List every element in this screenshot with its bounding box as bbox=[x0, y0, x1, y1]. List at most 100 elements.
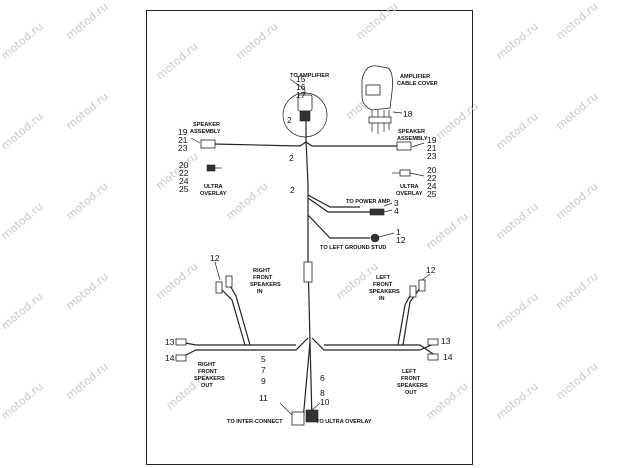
label-ultra-overlay-right-2: OVERLAY bbox=[396, 191, 423, 197]
callout-16: 16 bbox=[296, 82, 306, 92]
callout-leader bbox=[311, 402, 321, 411]
watermark-layer: motod.ru motod.ru motod.ru motod.ru motod.ru… bbox=[0, 0, 601, 422]
callout-leader bbox=[190, 137, 201, 144]
ultra-overlay-branch bbox=[309, 341, 313, 421]
watermark-text: motod.ru bbox=[64, 180, 111, 222]
connector-14-right bbox=[427, 353, 439, 361]
callout-leader bbox=[383, 209, 393, 213]
watermark-text: motod.ru bbox=[154, 260, 201, 302]
watermark-text: motod.ru bbox=[554, 270, 601, 312]
watermark-text: motod.ru bbox=[64, 0, 111, 42]
callout-21-left: 21 bbox=[178, 135, 188, 145]
label-amplifier-cable-cover-1: AMPLIFIER bbox=[400, 74, 430, 80]
left-front-speakers-in-wire-2 bbox=[402, 287, 421, 346]
power-amp-wire bbox=[307, 194, 360, 208]
watermark-text: motod.ru bbox=[154, 40, 201, 82]
watermark-text: motod.ru bbox=[434, 100, 481, 142]
callout-leader bbox=[409, 172, 425, 177]
label-to-ultra-overlay: TO ULTRA OVERLAY bbox=[316, 419, 372, 425]
callout-22-right: 22 bbox=[427, 173, 437, 183]
callout-1: 1 bbox=[396, 227, 401, 237]
label-speaker-assembly-left-1: SPEAKER bbox=[193, 122, 220, 128]
callout-22-left: 22 bbox=[179, 168, 189, 178]
watermark-text: motod.ru bbox=[64, 270, 111, 312]
amplifier-plug bbox=[299, 110, 311, 122]
label-left-front-in-4: IN bbox=[379, 296, 385, 302]
watermark-text: motod.ru bbox=[494, 380, 541, 422]
right-front-speakers-in-wire bbox=[221, 289, 246, 346]
label-ultra-overlay-left-2: OVERLAY bbox=[200, 191, 227, 197]
rf-in-connector-b bbox=[225, 275, 233, 288]
watermark-text: motod.ru bbox=[64, 360, 111, 402]
power-amp-wire-2 bbox=[307, 197, 370, 213]
callout-18: 18 bbox=[403, 109, 413, 119]
right-front-speaker-wire-2 bbox=[179, 341, 296, 346]
watermark-text: motod.ru bbox=[494, 110, 541, 152]
watermark-text: motod.ru bbox=[224, 180, 271, 222]
label-speaker-assembly-right-1: SPEAKER bbox=[398, 129, 425, 135]
label-left-front-out-2: FRONT bbox=[401, 376, 421, 382]
callout-leader bbox=[214, 261, 221, 281]
lf-in-connector-b bbox=[418, 279, 426, 292]
callout-leader bbox=[289, 78, 306, 91]
label-left-front-in-3: SPEAKERS bbox=[369, 289, 400, 295]
label-ultra-overlay-left-1: ULTRA bbox=[204, 184, 223, 190]
label-left-front-out-4: OUT bbox=[405, 390, 417, 396]
callout-13-right: 13 bbox=[441, 336, 451, 346]
callout-leader bbox=[421, 273, 431, 281]
label-ultra-overlay-right-1: ULTRA bbox=[400, 184, 419, 190]
watermark-text: motod.ru bbox=[424, 210, 471, 252]
callout-leader bbox=[383, 202, 393, 207]
label-to-amplifier: TO AMPLIFIER bbox=[290, 73, 329, 79]
label-left-front-out-3: SPEAKERS bbox=[397, 383, 428, 389]
callout-7: 7 bbox=[261, 365, 266, 375]
callout-2-low: 2 bbox=[290, 185, 295, 195]
watermark-text: motod.ru bbox=[554, 90, 601, 132]
callout-23-left: 23 bbox=[178, 143, 188, 153]
watermark-text: motod.ru bbox=[494, 200, 541, 242]
watermark-text: motod.ru bbox=[554, 180, 601, 222]
callout-4: 4 bbox=[394, 206, 399, 216]
left-front-speakers-in-wire bbox=[397, 291, 413, 346]
left-ultra-overlay-connector bbox=[206, 164, 216, 172]
callout-24-right: 24 bbox=[427, 181, 437, 191]
callout-9: 9 bbox=[261, 376, 266, 386]
label-right-front-out-1: RIGHT bbox=[198, 362, 216, 368]
callout-12-ground: 12 bbox=[396, 235, 406, 245]
callout-leader bbox=[279, 402, 293, 416]
watermark-text: motod.ru bbox=[154, 150, 201, 192]
label-right-front-in-2: FRONT bbox=[253, 275, 273, 281]
watermark-text: motod.ru bbox=[234, 20, 281, 62]
watermark-text: motod.ru bbox=[424, 380, 471, 422]
label-left-front-in-1: LEFT bbox=[376, 275, 391, 281]
label-right-front-out-2: FRONT bbox=[198, 369, 218, 375]
callout-14-right: 14 bbox=[443, 352, 453, 362]
label-amplifier-cable-cover-2: CABLE COVER bbox=[397, 81, 438, 87]
callout-2-top: 2 bbox=[287, 115, 292, 125]
watermark-text: motod.ru bbox=[554, 360, 601, 402]
watermark-text: motod.ru bbox=[0, 110, 46, 152]
cover-detail bbox=[365, 84, 381, 96]
label-speaker-assembly-left-2: ASSEMBLY bbox=[190, 129, 221, 135]
cover-clip bbox=[368, 116, 392, 124]
watermark-text: motod.ru bbox=[0, 380, 46, 422]
diagram-frame bbox=[146, 10, 473, 465]
label-speaker-assembly-right-2: ASSEMBLY bbox=[397, 136, 428, 142]
rf-in-connector-a bbox=[215, 281, 223, 294]
left-speaker-connector bbox=[200, 139, 216, 149]
right-front-speaker-wire bbox=[179, 337, 309, 359]
callout-15: 15 bbox=[296, 74, 306, 84]
left-front-speaker-wire-2 bbox=[324, 344, 437, 357]
callout-6: 6 bbox=[320, 373, 325, 383]
callout-12-right-front: 12 bbox=[210, 253, 220, 263]
callout-14-left: 14 bbox=[165, 353, 175, 363]
label-right-front-in-3: SPEAKERS bbox=[250, 282, 281, 288]
callout-leader bbox=[378, 232, 395, 238]
label-left-front-out-1: LEFT bbox=[402, 369, 417, 375]
watermark-text: motod.ru bbox=[64, 90, 111, 132]
connector-13-right bbox=[427, 338, 439, 346]
callout-17: 17 bbox=[296, 90, 306, 100]
callout-5: 5 bbox=[261, 354, 266, 364]
lf-in-connector-a bbox=[409, 285, 417, 298]
label-to-power-amp: TO POWER AMP bbox=[346, 199, 390, 205]
